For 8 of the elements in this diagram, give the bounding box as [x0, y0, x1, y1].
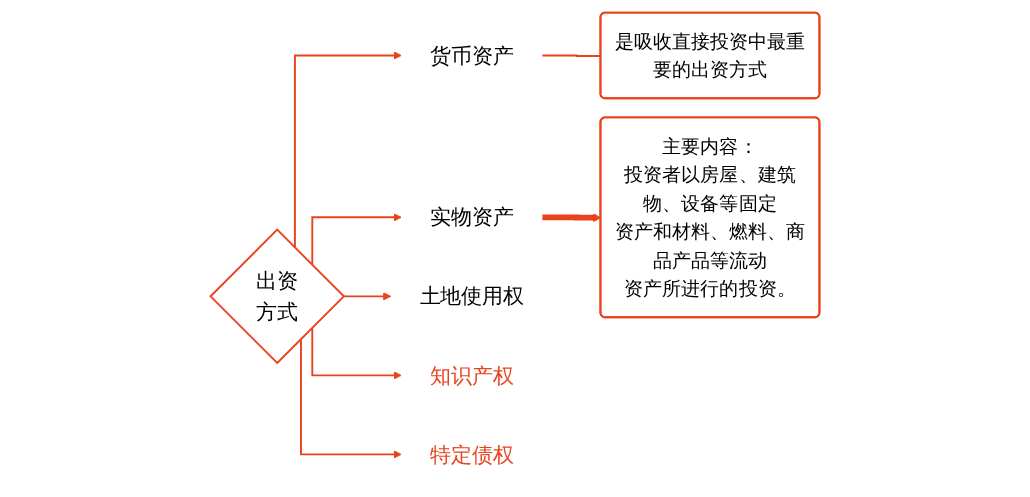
node-text: 土地使用权 — [419, 284, 525, 309]
node-text: 货币资产 — [430, 43, 514, 68]
arrow — [311, 326, 402, 380]
arrow — [342, 292, 392, 301]
node-text: 特定债权 — [430, 442, 514, 467]
node-diamond: 出资方式 — [209, 228, 346, 365]
node-text: 知识产权 — [430, 363, 514, 388]
node-text: 实物资产 — [430, 205, 514, 230]
